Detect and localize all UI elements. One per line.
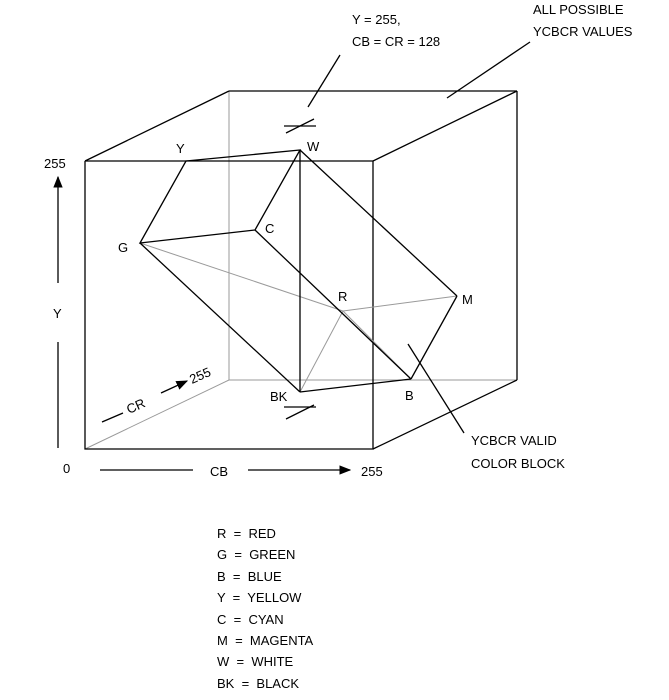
block-edge	[299, 378, 412, 393]
callout-leader-valid-block	[407, 343, 465, 434]
legend-key: C	[217, 611, 227, 627]
cb-max-label: 255	[361, 464, 383, 479]
legend-sep: =	[233, 611, 242, 627]
legend-sep: =	[233, 526, 242, 541]
outer-cube	[84, 90, 518, 450]
legend-row: B = BLUE	[217, 566, 313, 587]
legend-value: MAGENTA	[249, 632, 314, 648]
cb-axis-label: CB	[210, 464, 228, 479]
block-hidden-edge	[342, 295, 458, 312]
legend-sep: =	[232, 590, 241, 606]
block-edge	[410, 295, 458, 380]
block-edge	[299, 149, 458, 297]
top-callout-line2: CB = CR = 128	[352, 34, 440, 49]
legend-row: W = WHITE	[217, 651, 313, 672]
callout-leader-all-values	[446, 41, 531, 99]
vertex-label-bk: BK	[270, 389, 288, 404]
legend-key: G	[217, 547, 228, 563]
cr-axis-left	[101, 412, 124, 423]
legend-value: BLUE	[247, 568, 282, 584]
legend-key: M	[217, 632, 228, 648]
block-hidden-edge	[139, 242, 344, 312]
valid-block-line2: COLOR BLOCK	[471, 456, 565, 471]
cube-edge	[372, 379, 518, 450]
vertex-label-w: W	[307, 139, 320, 154]
legend-row: C = CYAN	[217, 609, 313, 630]
legend-row: BK = BLACK	[217, 673, 313, 694]
axes	[53, 175, 352, 475]
legend-key: Y	[217, 590, 226, 606]
valid-color-block	[138, 149, 458, 393]
legend-row: R = RED	[217, 523, 313, 544]
legend-key: W	[217, 654, 230, 670]
vertex-label-b: B	[405, 388, 414, 403]
cube-hidden-edge	[84, 379, 230, 450]
cr-axis-label: CR	[124, 395, 147, 416]
vertex-label-r: R	[338, 289, 347, 304]
cr-axis-arrow	[160, 380, 189, 394]
cube-edge	[84, 90, 230, 162]
block-top-face	[138, 149, 302, 244]
legend-sep: =	[232, 568, 241, 584]
all-values-line2: YCBCR VALUES	[533, 24, 633, 39]
legend-value: YELLOW	[247, 590, 302, 606]
legend-value: CYAN	[248, 611, 284, 627]
legend-sep: =	[241, 675, 250, 691]
legend-row: M = MAGENTA	[217, 630, 313, 651]
vertex-label-g: G	[118, 240, 128, 255]
legend-key: BK	[217, 675, 235, 691]
legend-sep: =	[236, 654, 245, 670]
top-callout-line1: Y = 255,	[352, 12, 401, 27]
y-max-label: 255	[44, 156, 66, 171]
valid-block-line1: YCBCR VALID	[471, 433, 557, 448]
y-axis-label: Y	[53, 306, 62, 321]
cr-max-label: 255	[187, 364, 213, 387]
annotations: Y = 255, CB = CR = 128 ALL POSSIBLE YCBC…	[44, 2, 633, 479]
tick-top-diagonal	[285, 118, 315, 134]
callouts	[284, 41, 531, 434]
legend-sep: =	[234, 547, 242, 563]
legend: R = RED G = GREEN B = BLUE Y = YELLOW C …	[217, 523, 313, 694]
legend-value: WHITE	[251, 654, 294, 670]
vertex-label-c: C	[265, 221, 274, 236]
valid-block-hidden-edges	[139, 242, 458, 393]
legend-row: G = GREEN	[217, 544, 313, 565]
cube-edge	[372, 90, 518, 162]
all-values-line1: ALL POSSIBLE	[533, 2, 624, 17]
legend-value: BLACK	[256, 675, 300, 691]
callout-leader-top	[307, 54, 341, 108]
legend-key: B	[217, 568, 226, 584]
outer-cube-hidden-edges	[84, 91, 517, 450]
legend-sep: =	[235, 632, 243, 648]
vertex-label-y: Y	[176, 141, 185, 156]
legend-value: RED	[248, 526, 276, 541]
block-edge	[139, 242, 301, 393]
block-hidden-edge	[299, 310, 344, 393]
legend-value: GREEN	[249, 547, 296, 563]
origin-label: 0	[63, 461, 70, 476]
vertex-label-m: M	[462, 292, 473, 307]
block-edge	[254, 229, 412, 380]
tick-bottom-diagonal	[285, 404, 315, 420]
legend-key: R	[217, 526, 227, 541]
legend-row: Y = YELLOW	[217, 587, 313, 608]
